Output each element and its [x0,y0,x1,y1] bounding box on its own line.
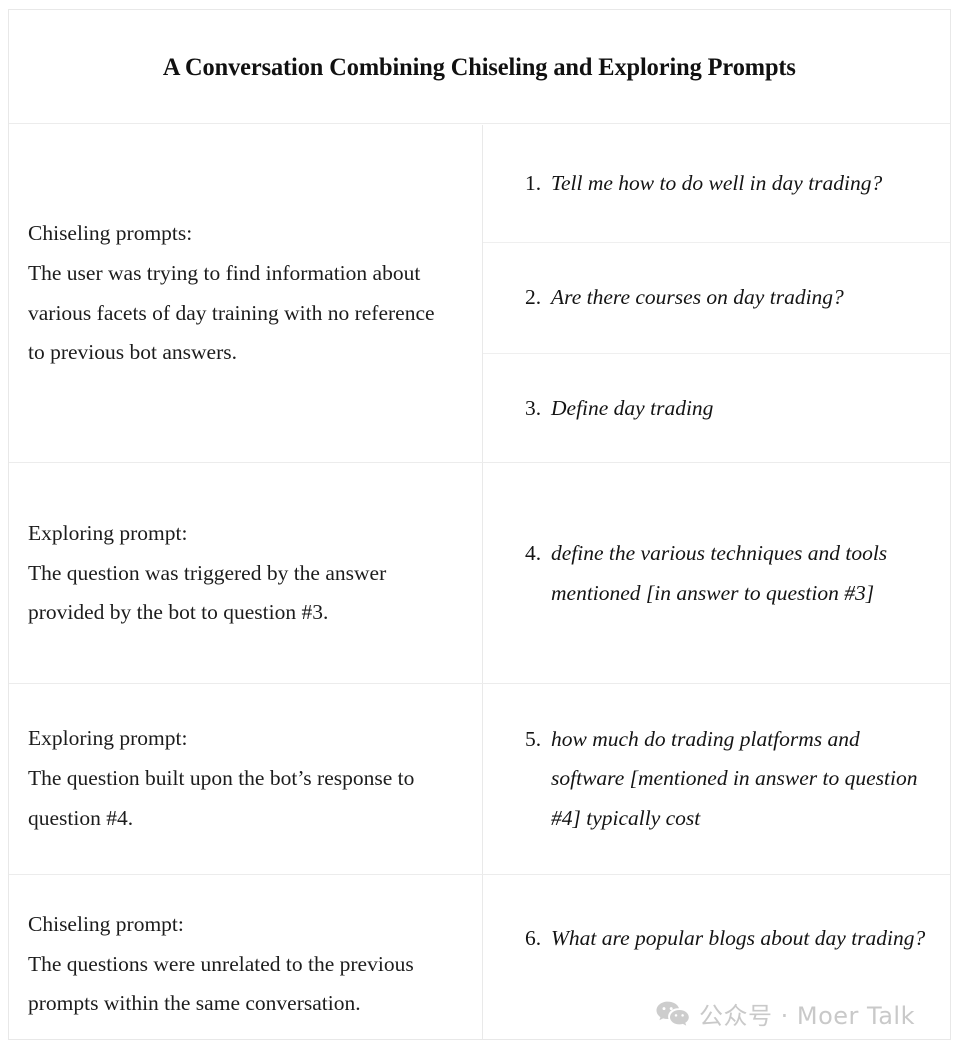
prompt-cell-group: 5. how much do trading platforms and sof… [483,684,950,874]
prompt-line: 4. define the various techniques and too… [525,534,932,613]
table-row: Exploring prompt: The question was trigg… [9,464,950,684]
table-row: Exploring prompt: The question built upo… [9,684,950,875]
prompt-text: define the various techniques and tools … [551,540,888,605]
prompt-line: 6. What are popular blogs about day trad… [525,919,925,959]
prompt-text: Tell me how to do well in day trading? [551,170,883,195]
prompt-text: how much do trading platforms and softwa… [551,726,918,830]
table-row: Chiseling prompt: The questions were unr… [9,875,950,1054]
prompt-cell: 4. define the various techniques and too… [483,464,950,683]
page-title: A Conversation Combining Chiseling and E… [163,51,796,81]
prompt-line: 5. how much do trading platforms and sof… [525,720,932,839]
prompt-text: What are popular blogs about day trading… [551,926,926,950]
table-body: Chiseling prompts: The user was trying t… [9,125,950,1039]
prompt-text: Are there courses on day trading? [551,285,844,310]
prompt-number: 3. [525,395,542,420]
prompt-cell: 5. how much do trading platforms and sof… [483,684,950,874]
prompt-cell-group: 4. define the various techniques and too… [483,464,950,683]
prompt-number: 2. [525,285,542,310]
description-cell: Exploring prompt: The question built upo… [9,684,482,874]
prompt-number: 4. [525,540,542,565]
prompt-number: 5. [525,726,542,751]
prompts-table: A Conversation Combining Chiseling and E… [8,9,951,1040]
prompt-cell: 3. Define day trading [483,354,950,463]
table-row: Chiseling prompts: The user was trying t… [9,125,950,463]
prompt-cell: 2. Are there courses on day trading? [483,243,950,354]
prompt-line: 3. Define day trading [525,389,713,429]
prompt-number: 6. [525,926,542,950]
column-divider [482,125,483,1039]
table-title-row: A Conversation Combining Chiseling and E… [9,10,950,124]
description-text: Chiseling prompt: The questions were unr… [28,911,414,1016]
description-text: Chiseling prompts: The user was trying t… [28,220,435,365]
description-cell: Chiseling prompt: The questions were unr… [9,875,482,1054]
prompt-cell: 1. Tell me how to do well in day trading… [483,125,950,243]
prompt-number: 1. [525,170,542,195]
prompt-line: 1. Tell me how to do well in day trading… [525,164,882,204]
prompt-cell: 6. What are popular blogs about day trad… [483,875,950,1054]
prompt-line: 2. Are there courses on day trading? [525,278,844,318]
description-text: Exploring prompt: The question was trigg… [28,520,387,625]
description-text: Exploring prompt: The question built upo… [28,726,415,830]
description-cell: Chiseling prompts: The user was trying t… [9,125,482,462]
description-cell: Exploring prompt: The question was trigg… [9,464,482,683]
prompt-cell-group: 1. Tell me how to do well in day trading… [483,125,950,462]
prompt-text: Define day trading [551,395,714,420]
prompt-cell-group: 6. What are popular blogs about day trad… [483,875,950,1054]
